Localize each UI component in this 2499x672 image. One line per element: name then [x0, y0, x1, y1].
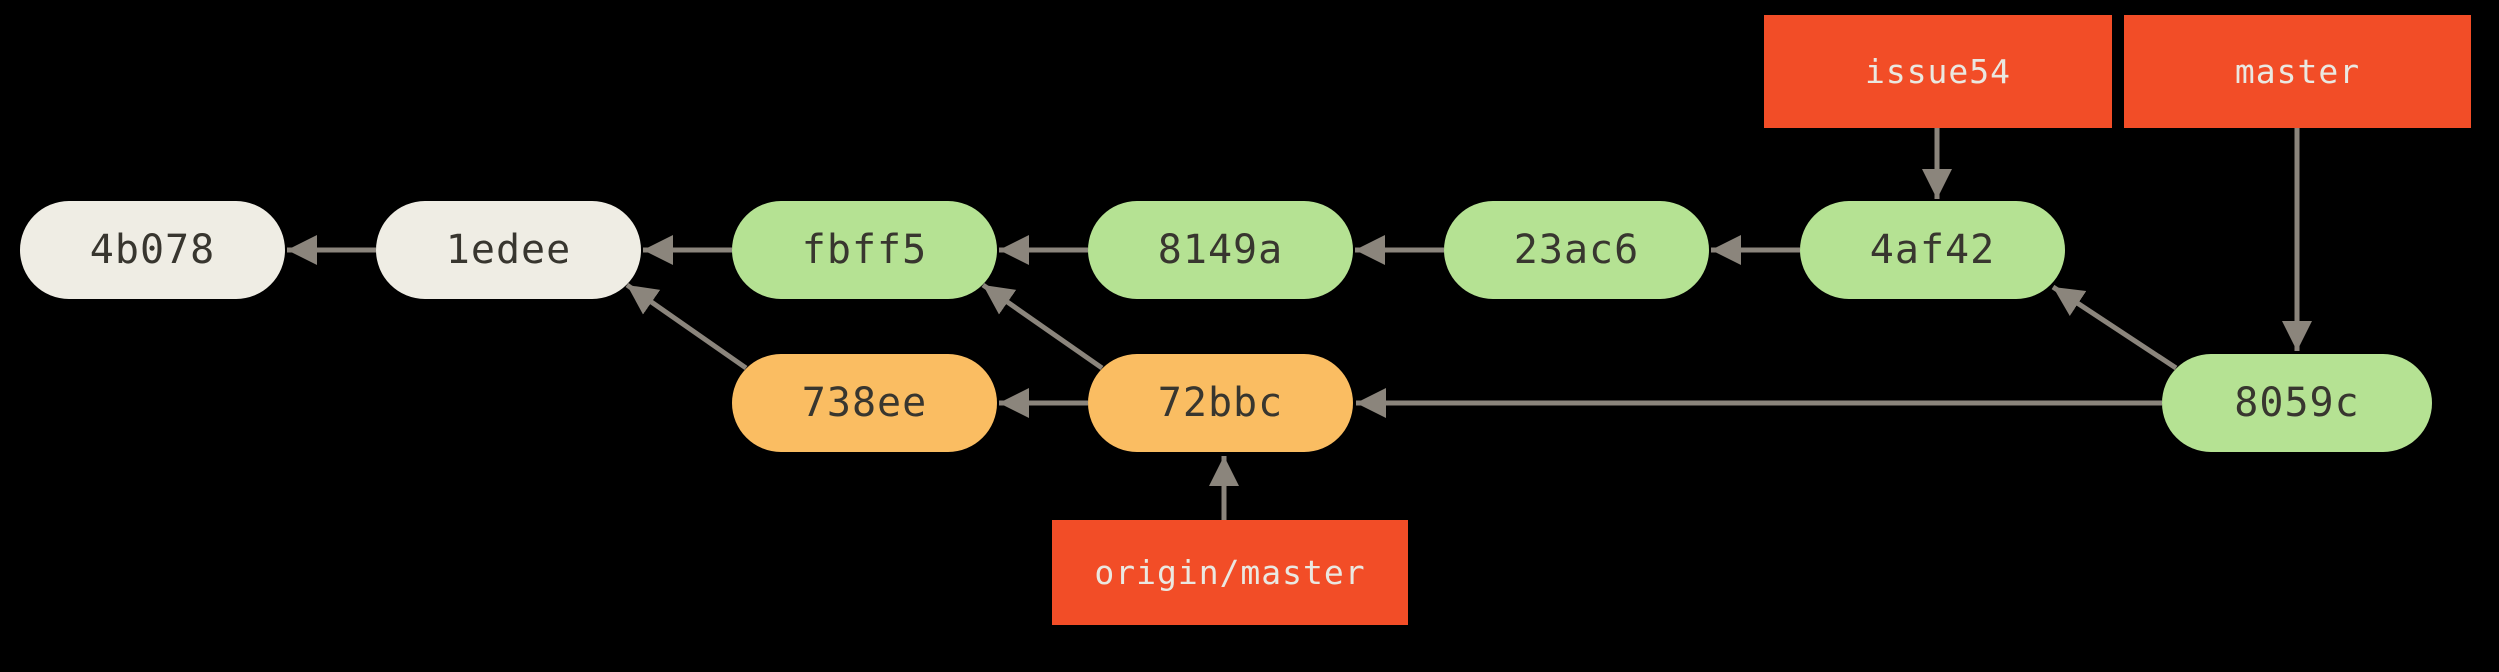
commit-hash: 8059c	[2234, 380, 2360, 426]
commit-node-4af42: 4af42	[1800, 201, 2065, 299]
commit-hash: 4b078	[89, 227, 216, 273]
branch-name: master	[2234, 52, 2361, 91]
commit-node-8149a: 8149a	[1088, 201, 1353, 299]
commit-node-23ac6: 23ac6	[1444, 201, 1709, 299]
branch-label-origin-master: origin/master	[1052, 520, 1408, 625]
edge-8059c-4af42	[2051, 284, 2178, 371]
branch-label-master: master	[2124, 15, 2471, 128]
commit-hash: 4af42	[1869, 227, 1996, 273]
commit-node-8059c: 8059c	[2162, 354, 2432, 452]
commit-hash: 23ac6	[1513, 227, 1640, 273]
commit-node-1edee: 1edee	[376, 201, 641, 299]
commit-hash: fbff5	[801, 227, 928, 273]
commit-hash: 738ee	[801, 380, 928, 426]
commit-hash: 1edee	[445, 227, 572, 273]
commit-hash: 72bbc	[1157, 380, 1284, 426]
branch-label-issue54: issue54	[1764, 15, 2112, 128]
commit-node-4b078: 4b078	[20, 201, 285, 299]
commit-node-72bbc: 72bbc	[1088, 354, 1353, 452]
commit-node-fbff5: fbff5	[732, 201, 997, 299]
commit-hash: 8149a	[1157, 227, 1284, 273]
edge-738ee-1edee	[625, 282, 748, 371]
commit-node-738ee: 738ee	[732, 354, 997, 452]
branch-name: origin/master	[1094, 553, 1366, 592]
branch-name: issue54	[1864, 52, 2012, 91]
edge-72bbc-fbff5	[981, 282, 1104, 371]
